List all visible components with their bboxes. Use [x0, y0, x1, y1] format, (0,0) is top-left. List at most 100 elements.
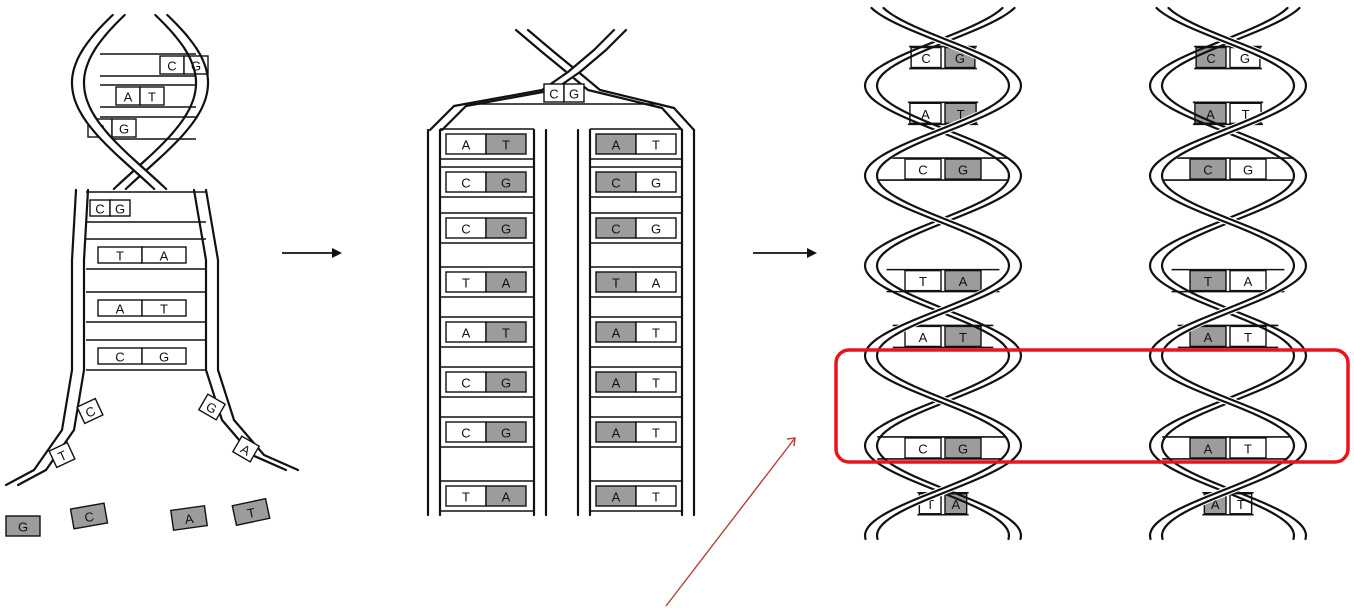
template-left-5-old-letter: C — [461, 376, 470, 391]
unzip-pair-1-right-letter: T — [148, 90, 156, 105]
base-pair-2-right: G — [944, 158, 982, 180]
unzip-pair-2-right-letter: G — [119, 122, 129, 137]
unzip-pair-4-left-letter: T — [116, 249, 124, 264]
unzip-pair-6-right: G — [141, 347, 187, 365]
template-left-0-new-letter: T — [502, 138, 510, 153]
template-right-4-old-box — [635, 321, 677, 343]
template-left-0-old: A — [445, 133, 487, 155]
unzip-pair-2-right-box — [111, 118, 137, 138]
exposed-right-1: A — [231, 435, 261, 463]
template-top-pair-right: G — [563, 83, 585, 103]
base-pair-8-left-letter: T — [926, 497, 934, 512]
base-pair-4-left-letter: T — [919, 274, 927, 289]
exposed-right-0: G — [197, 393, 227, 421]
unzip-pair-3-left-letter: C — [95, 202, 104, 217]
template-right-0-old: T — [635, 133, 677, 155]
template-left-0-old-letter: A — [462, 138, 471, 153]
template-left-7-old-letter: T — [462, 490, 470, 505]
template-right-6-old-letter: T — [652, 426, 660, 441]
strand-a-edge-a — [863, 6, 1011, 541]
template-right-6-old-box — [635, 421, 677, 443]
template-left-5-new-box — [485, 371, 527, 393]
template-left-5-new: G — [485, 371, 527, 393]
unzip-pair-3-right: G — [109, 199, 131, 217]
base-pair-0-left-letter: C — [921, 51, 930, 66]
strand-a-edge-b — [875, 6, 1023, 541]
base-pair-7-right-box — [1229, 437, 1267, 459]
strand-b-edge-b — [875, 6, 1023, 541]
template-right-6-new-letter: A — [612, 426, 621, 441]
base-pair-5-right-letter: T — [959, 330, 967, 345]
base-pair-5-right-letter: T — [1244, 330, 1252, 345]
base-pair-2-right-box — [1229, 158, 1267, 180]
template-left-6-new-letter: G — [501, 426, 511, 441]
exposed-right-1-box — [231, 435, 261, 463]
template-right-7-old-letter: T — [652, 490, 660, 505]
template-right-4-new: A — [595, 321, 637, 343]
base-pair-4-left: T — [1189, 269, 1227, 292]
template-left-4-old-letter: A — [462, 326, 471, 341]
template-right-5-old-box — [635, 371, 677, 393]
base-pair-2-left-box — [1189, 158, 1227, 180]
base-pair-2-left: C — [904, 158, 942, 180]
base-pair-5-left-letter: A — [1204, 330, 1213, 345]
unzip-pair-4-right-letter: A — [160, 249, 169, 264]
template-right-5-old-letter: T — [652, 376, 660, 391]
base-pair-5-right: T — [1229, 325, 1267, 348]
template-left-1-new-letter: G — [501, 176, 511, 191]
template-right-6-old: T — [635, 421, 677, 443]
template-left-7-new-letter: A — [502, 490, 511, 505]
base-pair-8-left-letter: A — [1211, 497, 1220, 512]
template-right-1-old-box — [635, 171, 677, 193]
template-right-4-old: T — [635, 321, 677, 343]
template-right-3-old-letter: A — [652, 276, 661, 291]
base-pair-0-right-letter: G — [1240, 51, 1250, 66]
unzip-right-strand-edge-a — [192, 188, 288, 472]
base-pair-7-left-box — [904, 437, 942, 459]
base-pair-0-left-letter: C — [1206, 51, 1215, 66]
template-left-0-new: T — [485, 133, 527, 155]
base-pair-1-left-letter: A — [1206, 107, 1215, 122]
template-left-2-new-letter: G — [501, 222, 511, 237]
template-right-6-new: A — [595, 421, 637, 443]
strand-b-edge-a — [863, 6, 1011, 541]
base-pair-5-right-box — [944, 325, 982, 348]
base-pair-4-right-box — [1229, 269, 1267, 292]
base-pair-7-right-letter: G — [958, 441, 968, 456]
template-left-0-new-box — [485, 133, 527, 155]
unzip-top-gap — [73, 10, 165, 194]
base-pair-5-left: A — [904, 325, 942, 348]
unzip-right-strand-edge-b — [204, 188, 300, 472]
base-pair-2-right-box — [944, 158, 982, 180]
template-top-pair-left: C — [543, 83, 565, 103]
template-right-7-new: A — [595, 485, 637, 507]
base-pair-0-right-letter: G — [955, 51, 965, 66]
template-right-1-new-letter: C — [611, 176, 620, 191]
unzip-pair-1-left-letter: A — [124, 90, 133, 105]
unzip-top-b-edge-a — [70, 13, 156, 191]
base-pair-2-left: C — [1189, 158, 1227, 180]
base-pair-4-left-box — [904, 269, 942, 292]
base-pair-2-right-letter: G — [958, 163, 968, 178]
unzip-top-a-edge-b — [124, 13, 210, 191]
free-nucleotide-0: G — [5, 515, 41, 537]
template-left-4-new: T — [485, 321, 527, 343]
base-pair-8-right-letter: T — [1237, 497, 1245, 512]
base-pair-2-left-box — [904, 158, 942, 180]
template-left-1-old-letter: C — [461, 176, 470, 191]
template-left-2-new: G — [485, 217, 527, 239]
base-pair-7-right-letter: T — [1244, 441, 1252, 456]
template-left-1-new-box — [485, 171, 527, 193]
unzip-pair-5-right-box — [141, 299, 187, 317]
template-left-5-new-letter: G — [501, 376, 511, 391]
template-right-1-old: G — [635, 171, 677, 193]
template-left-4-new-letter: T — [502, 326, 510, 341]
base-pair-2-right: G — [1229, 158, 1267, 180]
template-right-0-new-letter: A — [612, 138, 621, 153]
unzip-pair-5-left: A — [97, 299, 143, 317]
unzip-pair-5-right: T — [141, 299, 187, 317]
template-right-2-new: C — [595, 217, 637, 239]
strand-a-edge-b — [1160, 6, 1308, 541]
unzip-pair-6-left: C — [97, 347, 143, 365]
